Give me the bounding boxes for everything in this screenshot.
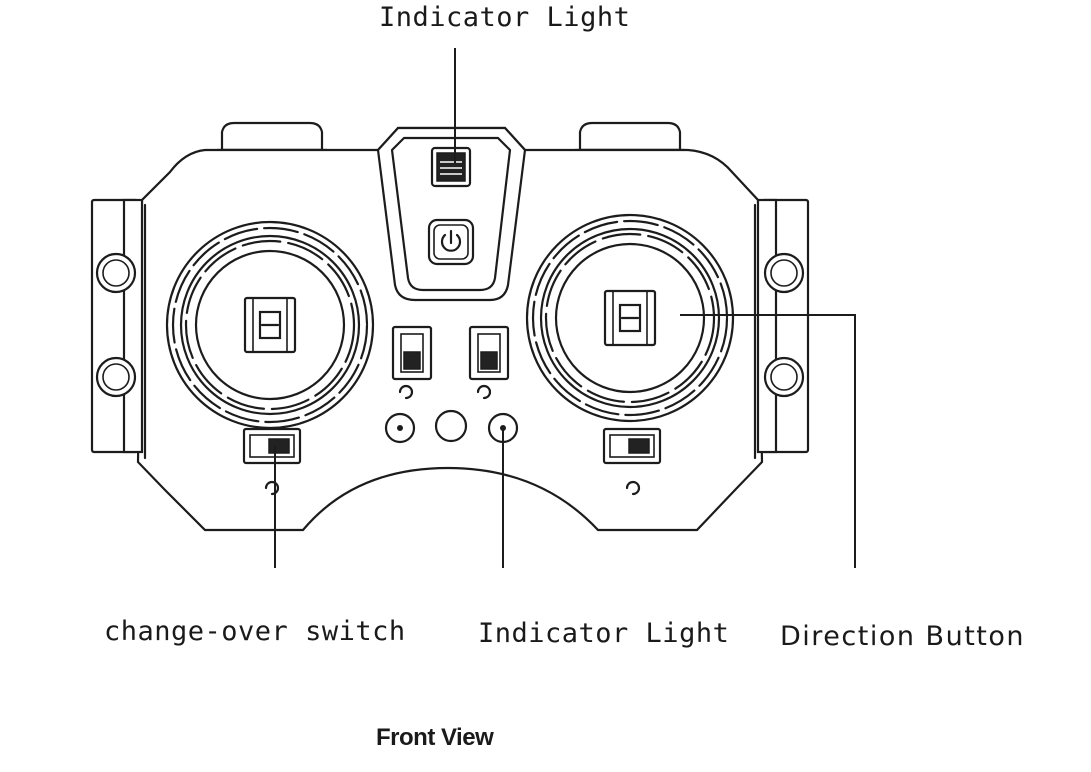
trim-switch-right[interactable] [468, 325, 510, 400]
caption-front-view: Front View [376, 724, 494, 751]
trim-switch-left[interactable] [391, 325, 433, 400]
indicator-chip-icon [430, 146, 472, 188]
right-bumper [573, 121, 687, 152]
right-direction-joystick[interactable] [525, 213, 735, 423]
label-top-indicator-light: Indicator Light [379, 2, 631, 33]
left-bumper [215, 121, 329, 152]
label-changeover-switch: change-over switch [104, 616, 406, 647]
changeover-switch-right[interactable] [602, 427, 662, 496]
label-direction-button: Direction Button [780, 621, 1025, 652]
power-button[interactable] [427, 218, 475, 266]
left-side-rail [90, 198, 144, 454]
leader-direction-button [680, 314, 856, 568]
left-direction-joystick[interactable] [165, 220, 375, 430]
center-panel [376, 126, 527, 302]
power-icon [440, 229, 462, 252]
indicator-lights [384, 409, 519, 444]
right-side-rail [756, 198, 810, 454]
label-bottom-indicator-light: Indicator Light [478, 618, 730, 649]
